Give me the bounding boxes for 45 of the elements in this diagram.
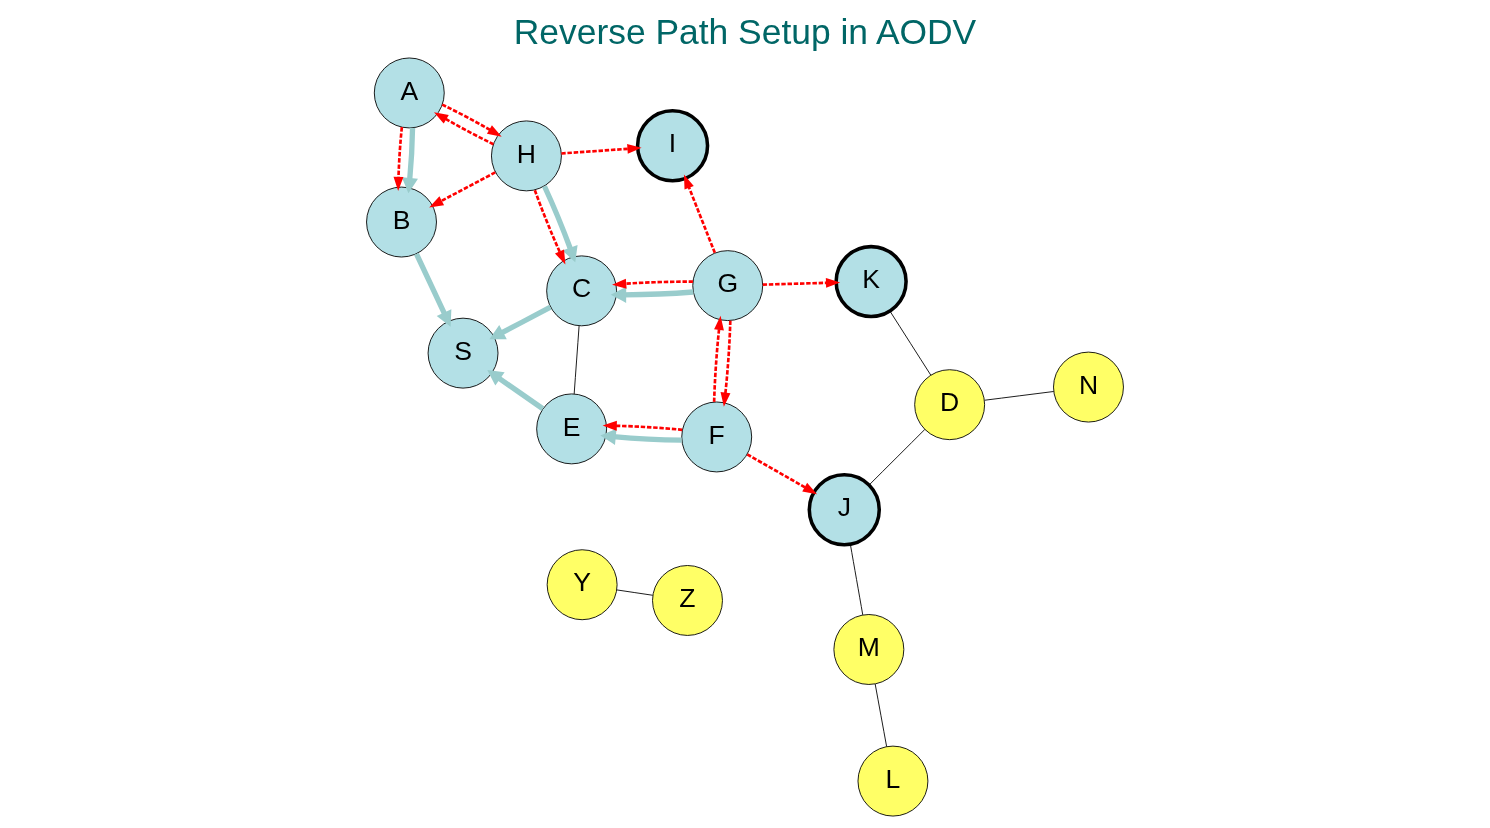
arrow (762, 277, 841, 288)
arrow (542, 185, 578, 263)
arrow (441, 103, 502, 137)
node-circle: Z (652, 565, 723, 636)
arrow (720, 320, 732, 407)
diagram-title: Reverse Path Setup in AODV (513, 11, 977, 52)
node-circle: L (857, 745, 929, 817)
arrow (600, 428, 682, 445)
node-circle: F (681, 401, 753, 473)
arrow (533, 189, 566, 265)
arrow (602, 420, 683, 432)
node-circle: B (366, 186, 437, 258)
node-circle: S (427, 317, 499, 389)
node-circle: G (692, 250, 764, 322)
arrow (561, 143, 642, 155)
arrow (434, 112, 495, 146)
node-circle: A (373, 57, 445, 129)
connector (849, 543, 864, 616)
node-circle: N (1053, 351, 1124, 423)
node-circle: E (536, 393, 608, 465)
arrow (746, 453, 818, 495)
connector (868, 428, 926, 486)
node-circle: D (914, 369, 986, 441)
node-circle: C (546, 255, 618, 327)
node-circle: M (833, 614, 905, 685)
arrow (401, 127, 418, 194)
node-circle: H (491, 120, 562, 192)
node-circle: J (807, 473, 881, 547)
arrow (683, 174, 717, 254)
arrow (612, 278, 693, 289)
arrow (489, 304, 552, 340)
arrow (414, 252, 452, 327)
arrow (712, 315, 724, 402)
arrow (487, 370, 545, 411)
arrow (393, 127, 404, 192)
node-circle: K (834, 244, 908, 319)
arrow (610, 286, 694, 303)
arrow (429, 171, 496, 208)
connector (984, 391, 1055, 401)
connector (874, 683, 888, 747)
connector (889, 310, 932, 376)
connector (616, 589, 654, 596)
node-circle: I (635, 108, 710, 183)
connector (573, 325, 580, 395)
node-circle: Y (546, 549, 618, 621)
